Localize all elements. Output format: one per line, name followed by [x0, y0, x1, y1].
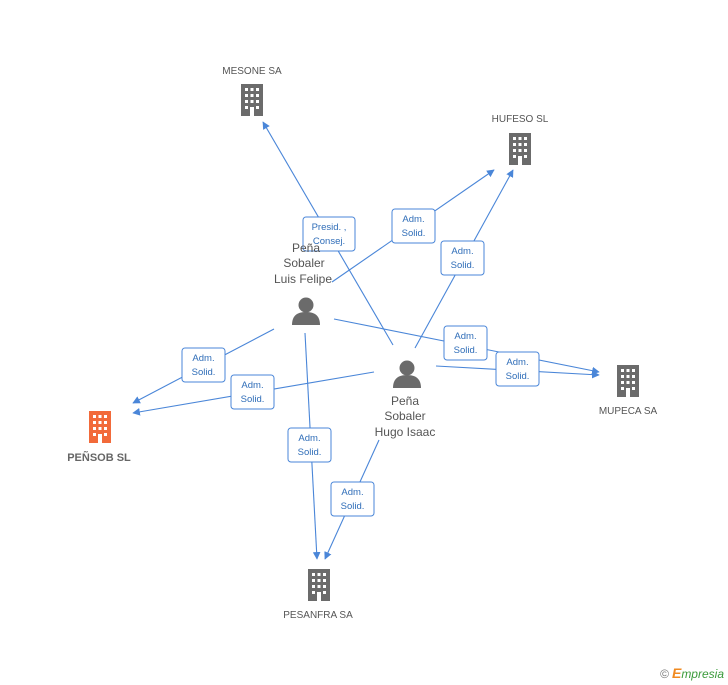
svg-text:Adm.: Adm.: [298, 433, 320, 444]
svg-text:Solid.: Solid.: [454, 345, 478, 356]
svg-text:Adm.: Adm.: [451, 246, 473, 257]
brand-logo-text: mpresia: [681, 667, 724, 681]
relation-boxes: Presid. , Consej. Adm. Solid. Adm. Solid…: [181, 208, 540, 517]
relation-adm-solid[interactable]: Adm. Solid.: [440, 240, 485, 276]
relation-adm-solid[interactable]: Adm. Solid.: [443, 325, 488, 361]
company-label: MESONE SA: [222, 66, 282, 77]
svg-text:Adm.: Adm.: [454, 331, 476, 342]
svg-text:Solid.: Solid.: [298, 447, 322, 458]
svg-text:Solid.: Solid.: [506, 371, 530, 382]
brand-logo-initial: E: [671, 665, 682, 681]
svg-text:Solid.: Solid.: [341, 501, 365, 512]
building-icon: [509, 133, 531, 165]
svg-text:Solid.: Solid.: [241, 394, 265, 405]
svg-text:Adm.: Adm.: [192, 353, 214, 364]
svg-text:Adm.: Adm.: [506, 357, 528, 368]
company-node-hufeso[interactable]: HUFESO SL: [492, 114, 549, 165]
person-label-line: Luis Felipe: [274, 272, 332, 286]
person-label-line: Sobaler: [384, 409, 425, 423]
company-label: HUFESO SL: [492, 114, 549, 125]
relation-adm-solid[interactable]: Adm. Solid.: [230, 374, 275, 410]
relation-adm-solid[interactable]: Adm. Solid.: [287, 427, 332, 463]
svg-text:Adm.: Adm.: [241, 380, 263, 391]
company-label: PEÑSOB SL: [67, 451, 131, 464]
person-icon: [393, 360, 421, 388]
company-node-mesone[interactable]: MESONE SA: [222, 66, 282, 116]
svg-text:Consej.: Consej.: [313, 236, 345, 247]
person-node-hugo[interactable]: Peña Sobaler Hugo Isaac: [375, 360, 436, 440]
company-node-pensob[interactable]: PEÑSOB SL: [67, 411, 131, 464]
person-label-line: Peña: [391, 394, 419, 408]
relation-adm-solid[interactable]: Adm. Solid.: [330, 481, 375, 517]
company-label: PESANFRA SA: [283, 610, 353, 621]
person-icon: [292, 297, 320, 325]
svg-text:Adm.: Adm.: [402, 214, 424, 225]
person-label-line: Hugo Isaac: [375, 425, 436, 439]
person-label-line: Sobaler: [283, 256, 324, 270]
company-node-mupeca[interactable]: MUPECA SA: [599, 365, 658, 417]
building-icon: [241, 84, 263, 116]
relation-presid-consej[interactable]: Presid. , Consej.: [302, 216, 356, 252]
person-label-line: Peña: [292, 241, 320, 255]
footer-brand: ©Empresia: [660, 665, 724, 681]
person-node-luis[interactable]: Peña Sobaler Luis Felipe: [274, 241, 332, 325]
relation-adm-solid[interactable]: Adm. Solid.: [495, 351, 540, 387]
relation-adm-solid[interactable]: Adm. Solid.: [391, 208, 436, 244]
svg-text:Presid. ,: Presid. ,: [312, 222, 347, 233]
company-node-pesanfra[interactable]: PESANFRA SA: [283, 569, 353, 621]
building-icon: [89, 411, 111, 443]
building-icon: [617, 365, 639, 397]
svg-text:Adm.: Adm.: [341, 487, 363, 498]
svg-text:Solid.: Solid.: [402, 228, 426, 239]
svg-text:Solid.: Solid.: [192, 367, 216, 378]
copyright-symbol: ©: [660, 667, 669, 681]
building-icon: [308, 569, 330, 601]
company-label: MUPECA SA: [599, 406, 658, 417]
svg-text:Solid.: Solid.: [451, 260, 475, 271]
relation-adm-solid[interactable]: Adm. Solid.: [181, 347, 226, 383]
